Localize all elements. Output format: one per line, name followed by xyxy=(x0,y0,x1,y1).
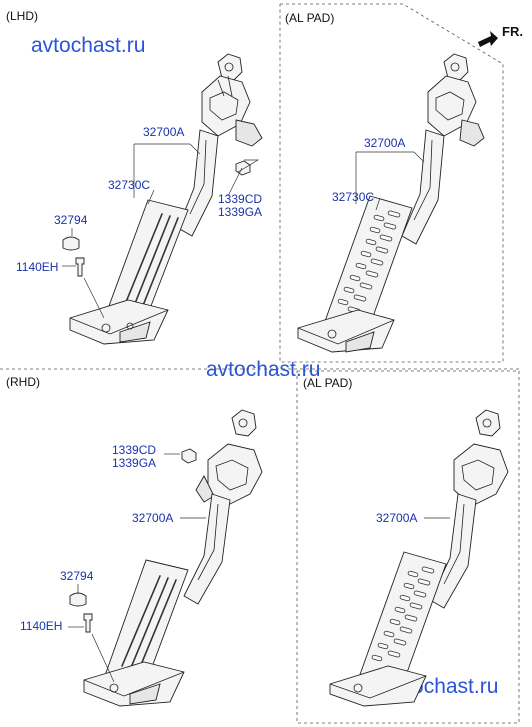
watermark-middle: avtochast.ru xyxy=(206,358,320,381)
label-rhd-1140EH: 1140EH xyxy=(20,619,62,633)
al-pad-top-slots xyxy=(337,210,401,314)
label-lhd-1339GA: 1339GA xyxy=(218,205,262,219)
watermark-top: avtochast.ru xyxy=(31,34,145,57)
nut-1339-rhd xyxy=(181,448,197,464)
label-rhd-1339GA: 1339GA xyxy=(112,456,156,470)
label-lhd-1339CD: 1339CD xyxy=(218,192,262,206)
rhd-pedal-assembly xyxy=(83,409,263,707)
label-lhd-32700A: 32700A xyxy=(143,125,184,139)
al-pad-top-border xyxy=(279,3,504,363)
stopper-cap-32794-lhd xyxy=(62,236,80,251)
al-pad-bottom-pedal-assembly xyxy=(329,409,509,707)
stopper-cap-32794-rhd xyxy=(69,592,87,607)
rhd-leader-lines xyxy=(68,453,206,683)
lhd-pedal-assembly xyxy=(69,53,263,345)
front-direction-indicator: FR. xyxy=(478,24,523,47)
label-rhd-32794: 32794 xyxy=(60,569,94,583)
label-lhd-1140EH: 1140EH xyxy=(16,260,58,274)
bolt-1140EH-lhd xyxy=(75,257,85,277)
lhd-leader-lines xyxy=(62,143,260,319)
al-pad-bottom-border xyxy=(296,370,520,724)
label-lhd-32794: 32794 xyxy=(54,213,88,227)
label-al-bottom-32700A: 32700A xyxy=(376,511,417,525)
nut-1339-lhd xyxy=(235,160,251,176)
label-lhd-32730C: 32730C xyxy=(108,178,150,192)
al-pad-top-pedal-assembly xyxy=(297,53,485,353)
section-title-rhd: (RHD) xyxy=(6,375,40,389)
section-title-al-pad-top: (AL PAD) xyxy=(285,11,334,25)
al-pad-bottom-slots xyxy=(371,566,435,662)
label-al-top-32700A: 32700A xyxy=(364,136,405,150)
label-rhd-32700A: 32700A xyxy=(132,511,173,525)
al-pad-top-leader-lines xyxy=(355,151,425,211)
rhd-small-parts xyxy=(69,448,197,633)
label-al-top-32730C: 32730C xyxy=(332,190,374,204)
section-borders xyxy=(0,3,520,724)
fr-label: FR. xyxy=(502,24,523,39)
section-title-lhd: (LHD) xyxy=(6,9,38,23)
bolt-1140EH-rhd xyxy=(83,613,93,633)
label-rhd-1339CD: 1339CD xyxy=(112,443,156,457)
section-title-al-pad-bottom: (AL PAD) xyxy=(303,376,352,390)
fr-arrow-icon xyxy=(478,31,498,47)
